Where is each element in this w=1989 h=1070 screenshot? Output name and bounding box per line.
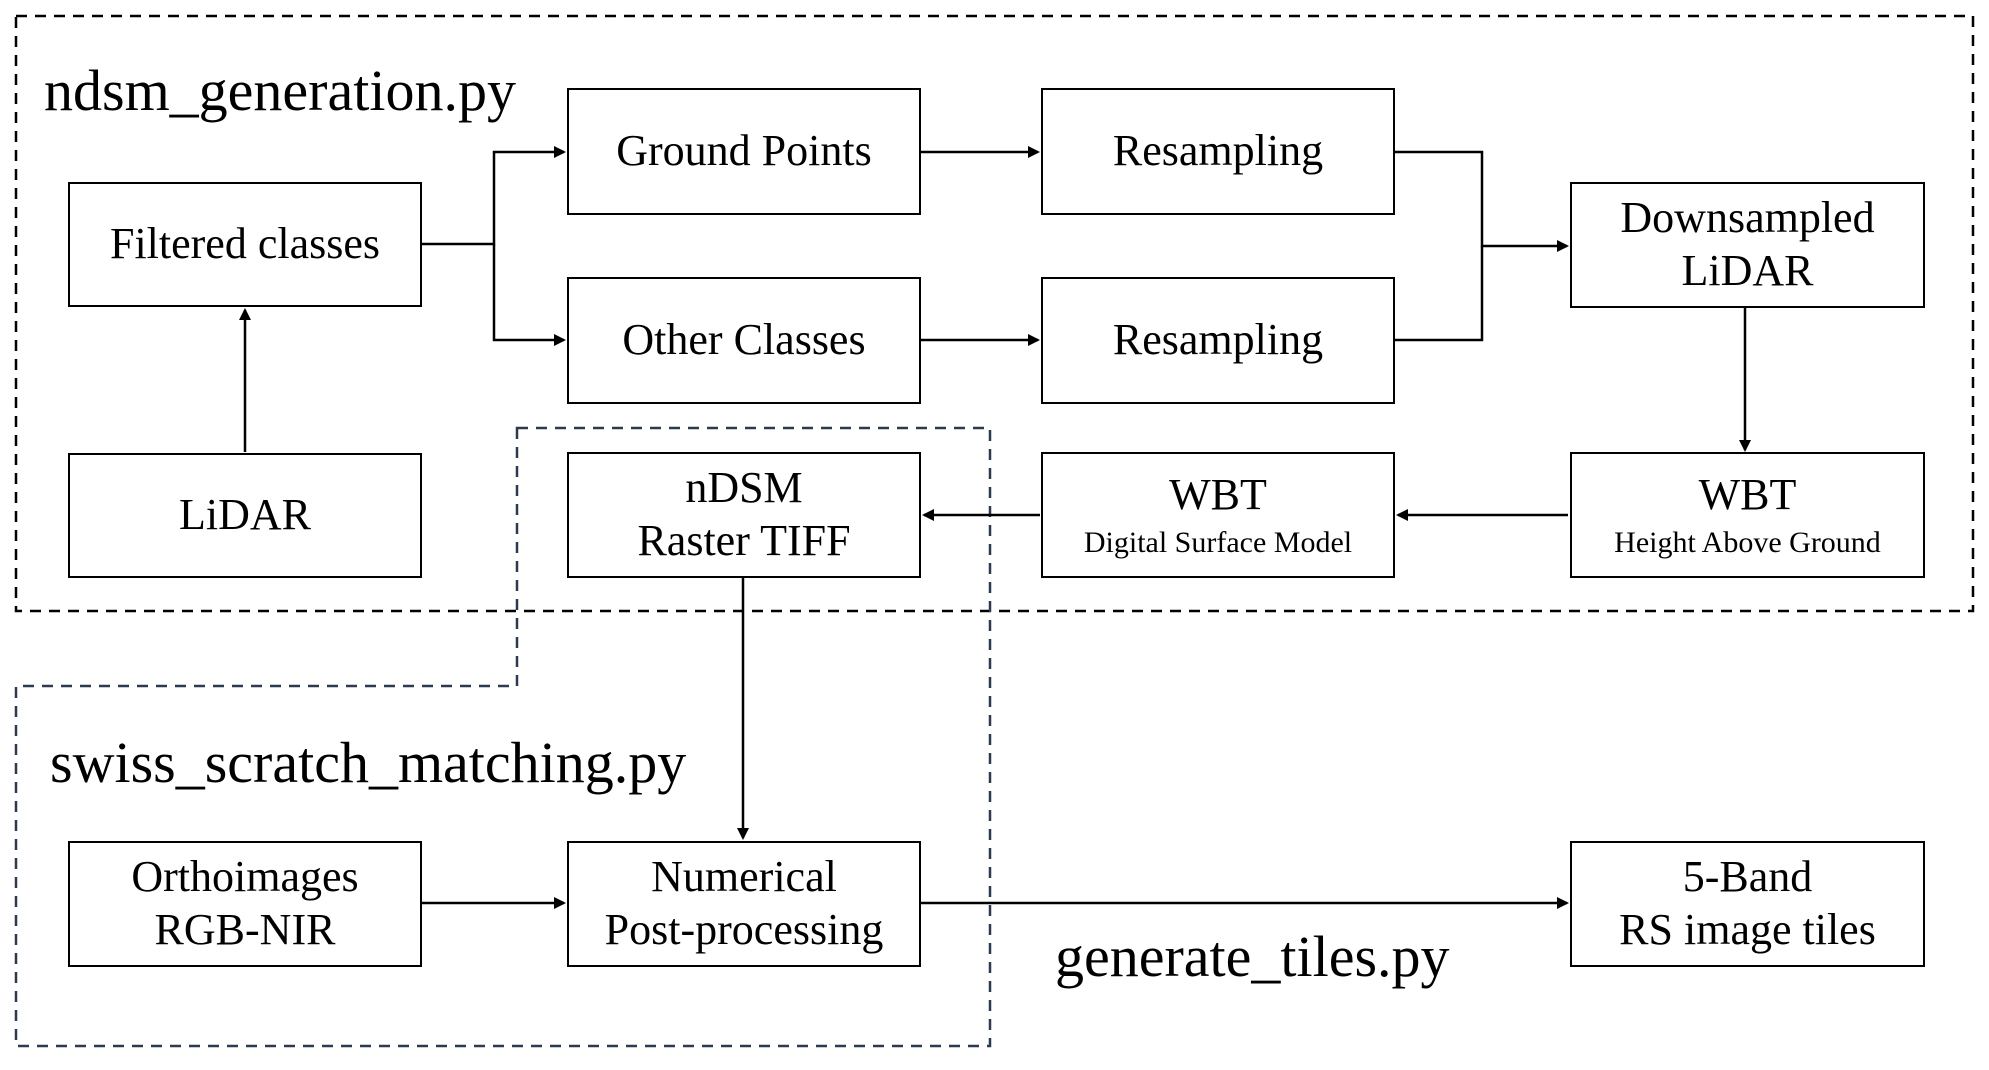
orthoimages-rgb-nir-box: Orthoimages RGB-NIR — [68, 841, 422, 967]
filtered-classes-box: Filtered classes — [68, 182, 422, 307]
downsampled-lidar-box: Downsampled LiDAR — [1570, 182, 1925, 308]
resampling-top-label: Resampling — [1112, 126, 1324, 176]
arrow-filtered-to-other — [492, 244, 566, 346]
generate-tiles-script-label: generate_tiles.py — [1055, 924, 1450, 989]
ortho-line2: RGB-NIR — [154, 905, 336, 954]
wbt-digital-surface-model-box: WBT Digital Surface Model — [1041, 452, 1395, 578]
swiss-scratch-matching-region — [14, 426, 992, 1048]
ndsm-generation-region — [14, 14, 1975, 613]
ndsm-line2: Raster TIFF — [637, 516, 851, 565]
downsampled-line2: LiDAR — [1681, 246, 1814, 295]
numerical-line2: Post-processing — [604, 905, 884, 954]
numerical-line1: Numerical — [651, 852, 837, 902]
arrow-resampling-top-to-downsampled — [1395, 150, 1569, 252]
ndsm-generation-script-label: ndsm_generation.py — [44, 58, 516, 123]
other-classes-label: Other Classes — [622, 315, 866, 365]
lidar-box: LiDAR — [68, 453, 422, 578]
downsampled-line1: Downsampled — [1620, 193, 1875, 243]
wbt-hag-subtitle: Height Above Ground — [1614, 526, 1881, 560]
ground-points-box: Ground Points — [567, 88, 921, 215]
ndsm-line1: nDSM — [685, 463, 803, 513]
numerical-post-processing-box: Numerical Post-processing — [567, 841, 921, 967]
ortho-line1: Orthoimages — [131, 852, 359, 902]
lidar-label: LiDAR — [179, 490, 311, 540]
rs-image-tiles-box: 5-Band RS image tiles — [1570, 841, 1925, 967]
wbt-hag-title: WBT — [1698, 469, 1797, 519]
wbt-dsm-subtitle: Digital Surface Model — [1083, 526, 1353, 560]
wbt-height-above-ground-box: WBT Height Above Ground — [1570, 452, 1925, 578]
arrow-filtered-to-ground — [422, 146, 566, 246]
ndsm-raster-tiff-box: nDSM Raster TIFF — [567, 452, 921, 578]
filtered-classes-label: Filtered classes — [109, 219, 381, 269]
resampling-bottom-box: Resampling — [1041, 277, 1395, 404]
tiles-line1: 5-Band — [1682, 852, 1813, 902]
resampling-bottom-label: Resampling — [1112, 315, 1324, 365]
ground-points-label: Ground Points — [616, 126, 872, 176]
resampling-top-box: Resampling — [1041, 88, 1395, 215]
swiss-scratch-matching-script-label: swiss_scratch_matching.py — [50, 730, 687, 795]
other-classes-box: Other Classes — [567, 277, 921, 404]
wbt-dsm-title: WBT — [1169, 469, 1267, 519]
tiles-line2: RS image tiles — [1619, 905, 1876, 954]
connector-resampling-bottom-merge — [1395, 246, 1484, 342]
